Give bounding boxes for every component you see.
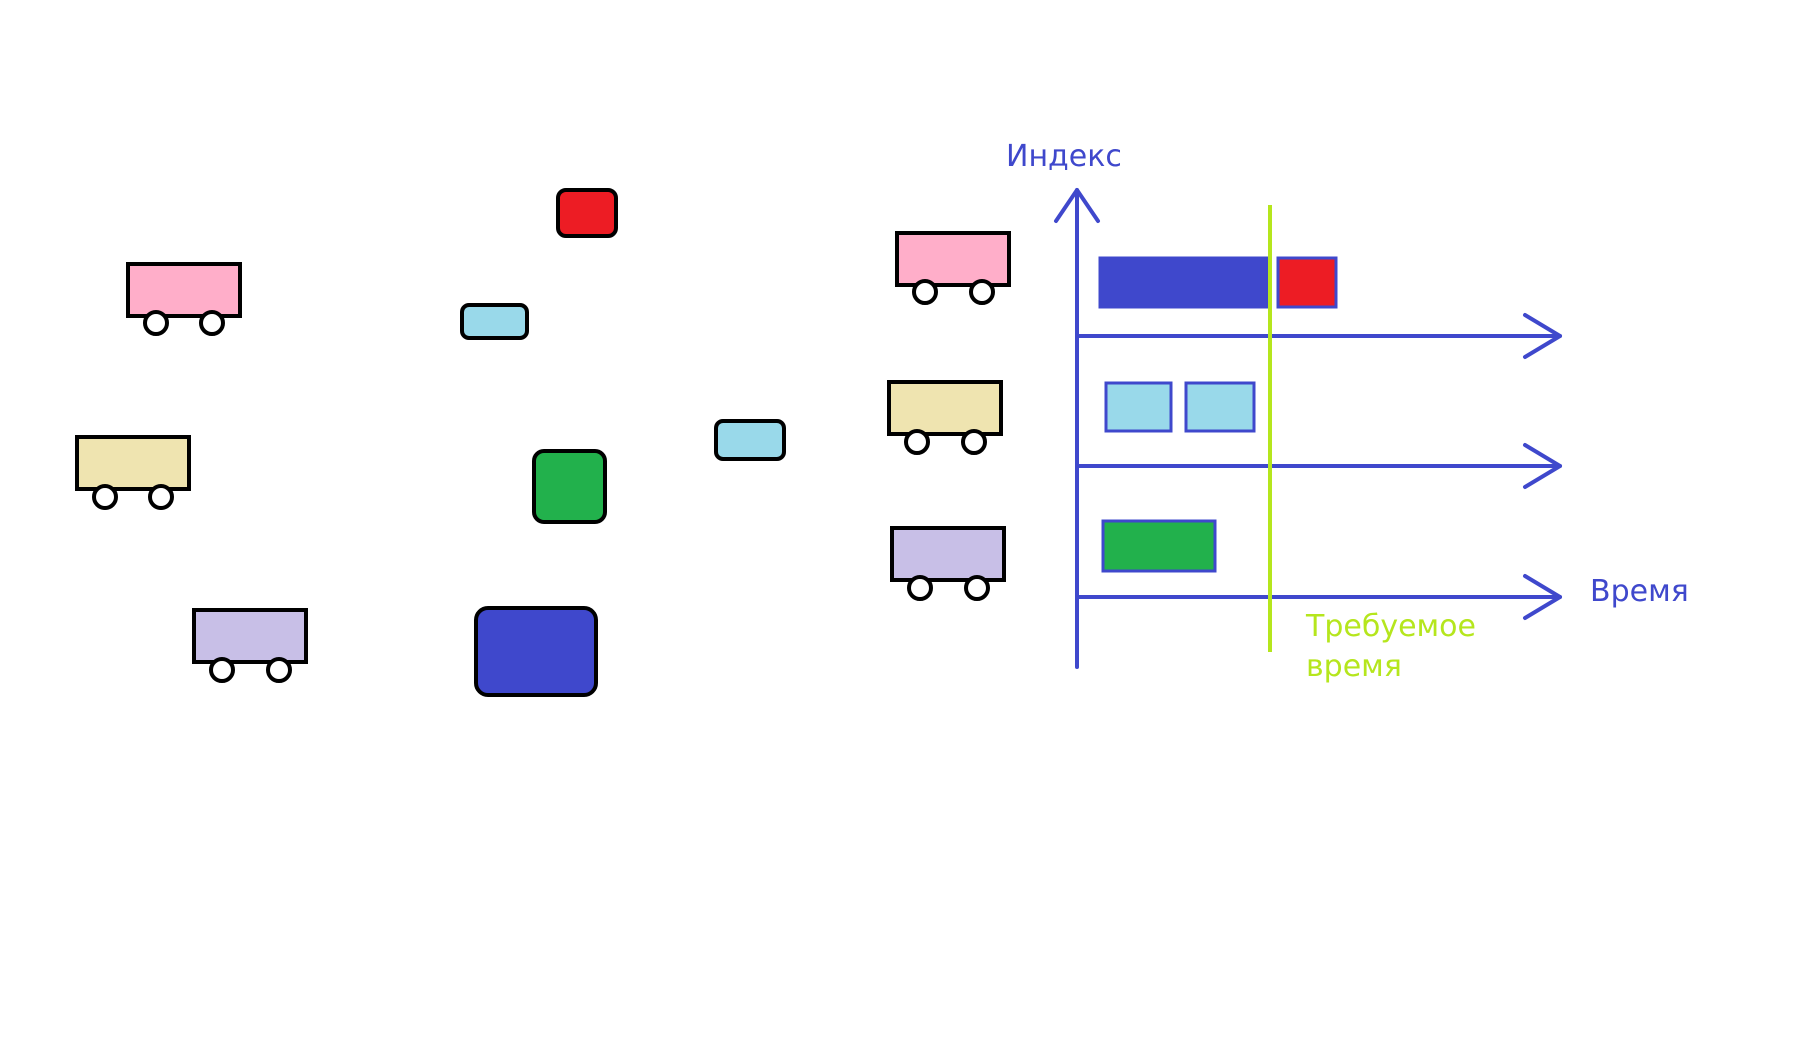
scene-cargo-lightblue-1 (460, 303, 529, 340)
block-lavender-green (1101, 519, 1217, 573)
x-axis-row-3 (1075, 574, 1562, 620)
block-tan-lightblue-2 (1184, 381, 1256, 433)
scene-wagon-lavender (192, 608, 308, 683)
x-axis-row-1-arrowhead (1523, 313, 1562, 359)
timeline-wagon-pink (895, 231, 1011, 305)
timeline-wagon-lavender (890, 526, 1006, 601)
block-pink-blue (1098, 256, 1270, 309)
block-tan-lightblue-1 (1104, 381, 1173, 433)
x-axis-label: Время (1590, 574, 1689, 609)
x-axis-row-2 (1075, 443, 1562, 489)
x-axis-row-3-arrowhead (1523, 574, 1562, 620)
y-axis (1054, 188, 1100, 669)
x-axis-row-2-arrowhead (1523, 443, 1562, 489)
deadline-label-line-1: Требуемое (1305, 609, 1476, 644)
scene-cargo-lightblue-2 (714, 419, 786, 461)
scene-cargo-blue (474, 606, 598, 697)
x-axis-row-1 (1075, 313, 1562, 359)
y-axis-arrowhead (1054, 188, 1100, 223)
deadline-label-line-2: время (1306, 649, 1402, 684)
y-axis-label: Индекс (1006, 139, 1122, 174)
block-pink-red (1276, 256, 1338, 309)
scene-cargo-green (532, 449, 607, 524)
timeline-wagon-tan (887, 380, 1003, 455)
scene-wagon-pink (126, 262, 242, 336)
scene-wagon-tan (75, 435, 191, 510)
scene-cargo-red (556, 188, 618, 238)
